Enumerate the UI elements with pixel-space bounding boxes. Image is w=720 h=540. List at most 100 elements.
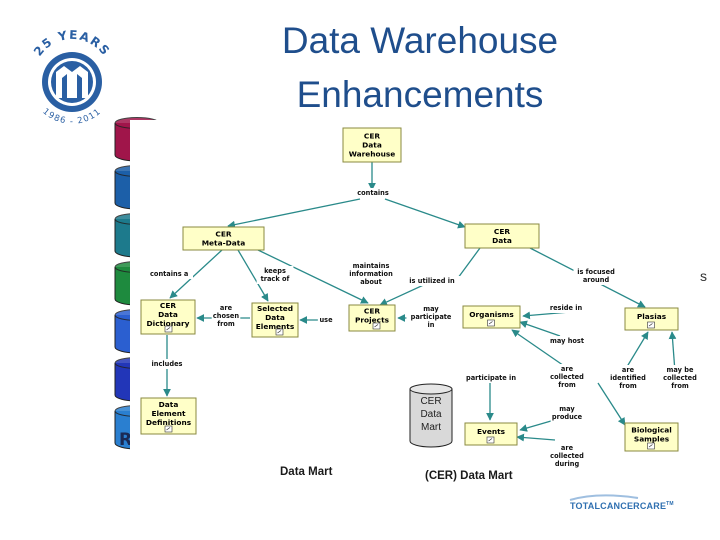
node-label: CER (364, 132, 380, 141)
footer-brand: TOTALCANCERCARETM (570, 501, 674, 511)
svg-text:is utilized in: is utilized in (409, 277, 455, 285)
node-organisms[interactable]: Organisms (462, 305, 521, 329)
svg-text:information: information (349, 270, 393, 278)
svg-text:from: from (217, 320, 235, 328)
node-link-icon[interactable] (372, 322, 381, 330)
svg-text:includes: includes (152, 360, 183, 368)
svg-text:around: around (583, 276, 610, 284)
svg-text:may: may (559, 405, 575, 413)
svg-text:from: from (619, 382, 637, 390)
svg-text:use: use (319, 316, 333, 324)
anniversary-logo-icon: 25 YEARS 1986 - 2011 (31, 28, 112, 127)
node-label: Data (492, 236, 512, 245)
node-link-icon[interactable] (275, 328, 284, 336)
svg-text:are: are (561, 444, 574, 452)
node-label: Samples (634, 435, 670, 444)
edge-label-is-utilized-in: is utilized in (401, 276, 463, 286)
svg-text:identified: identified (610, 374, 646, 382)
node-label: Plasias (637, 312, 667, 321)
node-link-icon[interactable] (164, 325, 173, 333)
stray-text: s (700, 268, 707, 284)
data-mart-label: Data Mart (280, 465, 333, 479)
svg-text:may host: may host (550, 337, 584, 345)
svg-text:collected: collected (550, 373, 584, 381)
title-line-2: Enhancements (296, 74, 544, 115)
edge-arrow (511, 329, 571, 371)
node-label: CER (364, 307, 380, 316)
db-label-line: CER (420, 396, 442, 407)
edge-label-may-host: may host (548, 336, 586, 346)
edge-label-participate-in: participate in (460, 373, 522, 383)
edge-arrow (624, 331, 649, 371)
edge-arrow (257, 249, 369, 304)
node-label: Biological (631, 426, 672, 435)
svg-text:collected: collected (663, 374, 697, 382)
db-label-line: Mart (421, 422, 441, 433)
svg-text:in: in (428, 321, 435, 329)
svg-text:may: may (423, 305, 439, 313)
svg-text:contains: contains (357, 189, 389, 197)
node-plasias[interactable]: Plasias (624, 307, 679, 331)
svg-text:is focused: is focused (577, 268, 615, 276)
node-label: Dictionary (147, 319, 190, 328)
svg-text:are: are (220, 304, 233, 312)
data-mart-cylinder-label: CER Data Mart (409, 395, 453, 434)
edge-arrow (597, 382, 626, 426)
node-link-icon[interactable] (486, 436, 495, 444)
node-link-icon[interactable] (647, 321, 655, 329)
svg-text:participate in: participate in (466, 374, 516, 382)
node-events[interactable]: Events (464, 422, 518, 446)
node-link-icon[interactable] (647, 442, 655, 450)
node-label: Projects (355, 316, 390, 325)
svg-text:are: are (561, 365, 574, 373)
footer-trademark: TM (666, 501, 674, 507)
edge-arrow (227, 198, 361, 229)
edge-label-use: use (317, 315, 335, 325)
node-label: CER (160, 301, 176, 310)
svg-text:may be: may be (667, 366, 694, 374)
node-label: Data (159, 400, 179, 409)
edge-label-reside-in: reside in (545, 303, 587, 313)
node-link-icon[interactable] (164, 425, 173, 433)
svg-text:reside in: reside in (550, 304, 583, 312)
svg-text:contains a: contains a (150, 270, 188, 278)
db-label-line: Data (420, 409, 442, 420)
node-link-icon[interactable] (487, 319, 495, 327)
edge-arrow (384, 198, 466, 229)
svg-text:from: from (558, 381, 576, 389)
svg-text:from: from (671, 382, 689, 390)
svg-text:keeps: keeps (264, 267, 286, 275)
node-label: Elements (256, 322, 295, 331)
footer-brand-text: TOTALCANCERCARE (570, 501, 667, 511)
total-cancer-care-swoosh-icon (569, 494, 639, 501)
node-label: Data (362, 141, 382, 150)
edge-arrow (169, 249, 223, 299)
node-label: Data (265, 313, 285, 322)
cer-data-mart-label: (CER) Data Mart (425, 469, 513, 483)
svg-text:about: about (360, 278, 382, 286)
edge-label-contains: contains (354, 188, 392, 198)
edge-arrow (519, 320, 561, 337)
svg-text:participate: participate (411, 313, 452, 321)
node-label: Organisms (469, 310, 514, 319)
svg-text:produce: produce (552, 413, 583, 421)
svg-text:during: during (555, 460, 580, 468)
